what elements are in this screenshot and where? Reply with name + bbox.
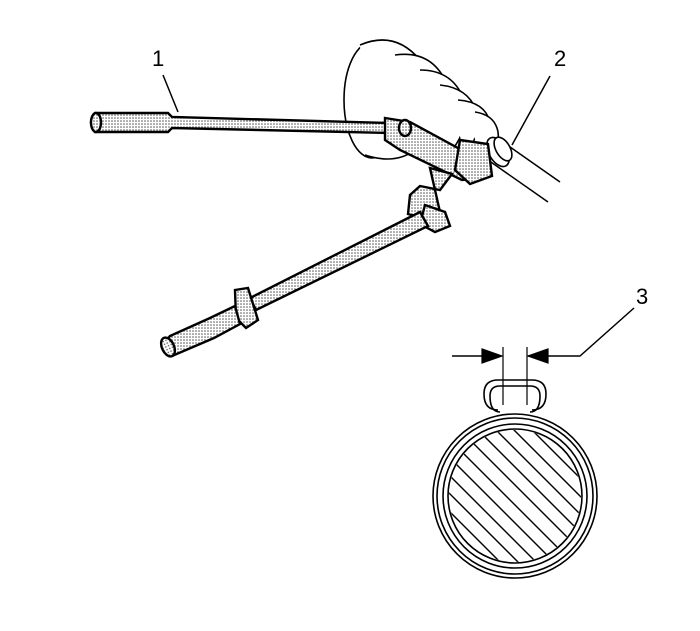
crimping-tool-jaw (406, 138, 494, 222)
callout-3: 3 (636, 284, 649, 309)
clamp-cross-section (432, 379, 598, 579)
clamp-ear-gap-dimension (481, 347, 549, 405)
callout-1: 1 (152, 46, 165, 71)
crimping-tool-lower-handle (159, 203, 452, 358)
callout-2: 2 (554, 46, 567, 71)
